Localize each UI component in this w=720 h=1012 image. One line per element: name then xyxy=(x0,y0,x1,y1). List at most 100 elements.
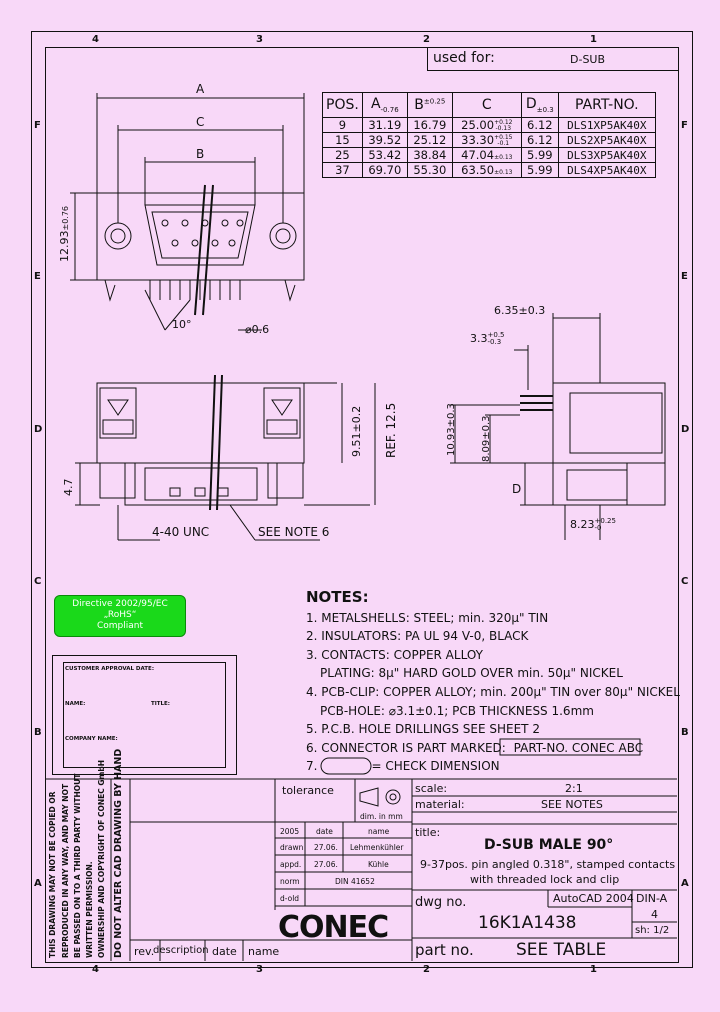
d-sub-face xyxy=(144,204,256,266)
dim-a: A xyxy=(196,82,205,96)
dim-pin-dia: ⌀0.6 xyxy=(245,323,270,336)
table-row: 37 69.70 55.30 63.50±0.13 5.99 DLS4XP5AK… xyxy=(322,162,656,178)
note-3b: PLATING: 8µ" HARD GOLD OVER min. 50µ" NI… xyxy=(320,666,623,681)
dwg-label: dwg no. xyxy=(415,895,467,910)
norm-value: DIN 41652 xyxy=(335,877,375,886)
part-label: part no. xyxy=(415,941,474,959)
appd-date: 27.06. xyxy=(314,860,338,869)
dim-951: 9.51±0.2 xyxy=(350,405,363,457)
col-label-3-bottom: 3 xyxy=(256,964,263,975)
table-row: 9 31.19 16.79 25.00+0.12-0.13 6.12 DLS1X… xyxy=(322,117,656,133)
material-label: material: xyxy=(415,798,465,811)
disclaimer-3: BE PASSED ON TO A THIRD PARTY WITHOUT xyxy=(73,773,82,958)
disclaimer-2: REPRODUCED IN ANY WAY, AND MAY NOT xyxy=(61,783,70,958)
row-label-a-right: A xyxy=(681,878,689,889)
name-header: name xyxy=(368,827,390,836)
material-value: SEE NOTES xyxy=(541,798,603,811)
dim-809: 8.09±0.3 xyxy=(481,415,492,462)
dim-1093: 10.93±0.3 xyxy=(446,403,457,456)
col-d: D±0.3 xyxy=(520,92,559,118)
dim-635: 6.35±0.3 xyxy=(494,304,546,317)
d-old-label: d-old xyxy=(280,894,300,903)
dim-d: D xyxy=(512,482,522,496)
row-label-c: C xyxy=(34,576,42,587)
date-header: date xyxy=(316,827,333,836)
description-label: description xyxy=(153,945,209,956)
scale-label: scale: xyxy=(415,782,448,795)
cad-version: AutoCAD 2004 xyxy=(553,892,634,905)
dim-33: 3.3+0.5-0.3 xyxy=(470,331,505,346)
note-5: 5. P.C.B. HOLE DRILLINGS SEE SHEET 2 xyxy=(306,722,540,737)
appd-label: appd. xyxy=(280,860,302,869)
used-for-box xyxy=(427,47,679,71)
name-label: name xyxy=(248,945,280,958)
outer-frame xyxy=(31,31,693,968)
col-a: A-0.76 xyxy=(361,92,408,118)
sheet-number: sh: 1/2 xyxy=(635,925,670,936)
row-label-d-right: D xyxy=(681,424,690,435)
date-label: date xyxy=(212,945,237,958)
col-b: B±0.25 xyxy=(406,92,453,118)
dim-thread: 4-40 UNC xyxy=(152,525,210,539)
drawn-label: drawn xyxy=(280,843,304,852)
notes-section: NOTES: 1. METALSHELLS: STEEL; min. 320µ"… xyxy=(306,588,680,776)
notes-title: NOTES: xyxy=(306,588,369,606)
appd-name: Kühle xyxy=(368,860,389,869)
drawn-date: 27.06. xyxy=(314,843,338,852)
part-number: SEE TABLE xyxy=(516,940,607,960)
customer-approval-stamp: CUSTOMER APPROVAL DATE: NAME: TITLE: COM… xyxy=(52,655,237,775)
disclaimer-5: OWNERSHIP AND COPYRIGHT OF CONEC GmbH xyxy=(97,760,106,958)
note-3: 3. CONTACTS: COPPER ALLOY xyxy=(306,647,483,662)
drawing-title: D-SUB MALE 90° xyxy=(484,837,614,853)
used-for-label: used for: xyxy=(433,50,495,66)
disclaimer-4: WRITTEN PERMISSION. xyxy=(85,861,94,958)
note-4: 4. PCB-CLIP: COPPER ALLOY; min. 200µ" TI… xyxy=(306,684,680,699)
din-label: DIN-A xyxy=(636,892,668,905)
note-1: 1. METALSHELLS: STEEL; min. 320µ" TIN xyxy=(306,610,549,625)
note-4b: PCB-HOLE: ⌀3.1±0.1; PCB THICKNESS 1.6mm xyxy=(320,703,594,718)
row-label-f-right: F xyxy=(681,120,688,131)
col-label-1-bottom: 1 xyxy=(590,964,597,975)
col-label-4-bottom: 4 xyxy=(92,964,99,975)
din-size: 4 xyxy=(651,908,658,921)
rev-label: rev. xyxy=(134,945,155,958)
title-sub-1: 9-37pos. pin angled 0.318", stamped cont… xyxy=(420,858,676,871)
col-label-2: 2 xyxy=(423,34,430,45)
dim-47: 4.7 xyxy=(62,478,75,497)
row-label-c-right: C xyxy=(681,576,689,587)
row-label-e: E xyxy=(34,271,41,282)
row-label-d: D xyxy=(34,424,43,435)
col-part-no: PART-NO. xyxy=(557,92,656,118)
tolerance-label: tolerance xyxy=(282,784,334,797)
no-alter-notice: DO NOT ALTER CAD DRAWING BY HAND xyxy=(113,748,124,958)
part-number-table: POS. A-0.76 B±0.25 C D±0.3 PART-NO. 9 31… xyxy=(322,92,656,178)
scale-value: 2:1 xyxy=(565,782,583,795)
col-label-3: 3 xyxy=(256,34,263,45)
inner-frame xyxy=(45,47,679,963)
dim-c: C xyxy=(196,115,205,129)
col-label-4: 4 xyxy=(92,34,99,45)
table-row: 25 53.42 38.84 47.04±0.13 5.99 DLS3XP5AK… xyxy=(322,147,656,163)
note-2: 2. INSULATORS: PA UL 94 V-0, BLACK xyxy=(306,629,529,644)
dim-ref: REF. 12.5 xyxy=(384,402,398,458)
note-6: 6. CONNECTOR IS PART MARKED: PART-NO. CO… xyxy=(306,740,644,755)
side-shell-outline xyxy=(96,382,305,464)
row-label-b: B xyxy=(34,727,42,738)
row-label-f: F xyxy=(34,120,41,131)
used-for-value: D-SUB xyxy=(570,53,606,66)
row-label-a: A xyxy=(34,878,42,889)
title-label: title: xyxy=(415,826,441,839)
title-sub-2: with threaded lock and clip xyxy=(470,873,620,886)
disclaimer-1: THIS DRAWING MAY NOT BE COPIED OR xyxy=(48,791,57,958)
dim-angle: 10° xyxy=(172,318,192,331)
table-row: 15 39.52 25.12 33.30+0.15-0.1 6.12 DLS2X… xyxy=(322,132,656,148)
drawing-number: 16K1A1438 xyxy=(478,913,577,933)
dim-b: B xyxy=(196,147,205,161)
drawn-name: Lehmenkühler xyxy=(350,843,404,852)
norm-label: norm xyxy=(280,877,300,886)
dim-height: 12.93±0.76 xyxy=(58,205,71,262)
dim-see-note: SEE NOTE 6 xyxy=(258,525,330,539)
row-label-e-right: E xyxy=(681,271,688,282)
row-label-b-right: B xyxy=(681,727,689,738)
